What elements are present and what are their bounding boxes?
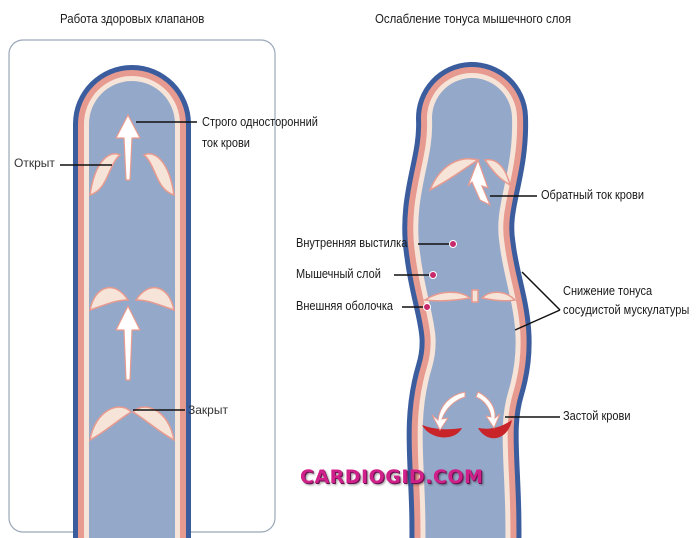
label-muscle-layer: Мышечный слой (296, 267, 381, 281)
label-blood-stasis: Застой крови (563, 409, 631, 423)
weakened-vein (402, 62, 532, 538)
watermark-logo: CARDIOGID.COM (300, 466, 484, 488)
arrow-up-icon (115, 113, 141, 181)
label-intima: Внутренняя выстилка (296, 236, 408, 250)
label-open: Открыт (14, 156, 55, 170)
valve-closed (89, 406, 175, 442)
layer-markers (423, 240, 457, 311)
right-panel-title: Ослабление тонуса мышечного слоя (375, 11, 572, 26)
label-closed: Закрыт (188, 403, 228, 417)
leader-lines (60, 121, 561, 418)
stasis-arrow-icon (475, 391, 501, 430)
blood-stasis (422, 420, 512, 439)
backflow-arrow-icon (467, 158, 492, 207)
incompetent-valves (422, 158, 517, 303)
label-one-way-flow: Строго односторонний (202, 115, 318, 129)
label-one-way-flow-2: ток крови (202, 136, 250, 150)
left-panel-title: Работа здоровых клапанов (60, 11, 205, 26)
label-tone-loss-2: сосудистой мускулатуры (563, 303, 690, 317)
stasis-arrow-icon (431, 391, 466, 431)
arrow-up-icon (115, 304, 141, 381)
label-outer-layer: Внешняя оболочка (296, 299, 394, 313)
valve-open (89, 153, 175, 197)
label-backflow: Обратный ток крови (541, 188, 645, 202)
valve-middle (89, 286, 175, 312)
label-tone-loss: Снижение тонуса (563, 284, 653, 298)
